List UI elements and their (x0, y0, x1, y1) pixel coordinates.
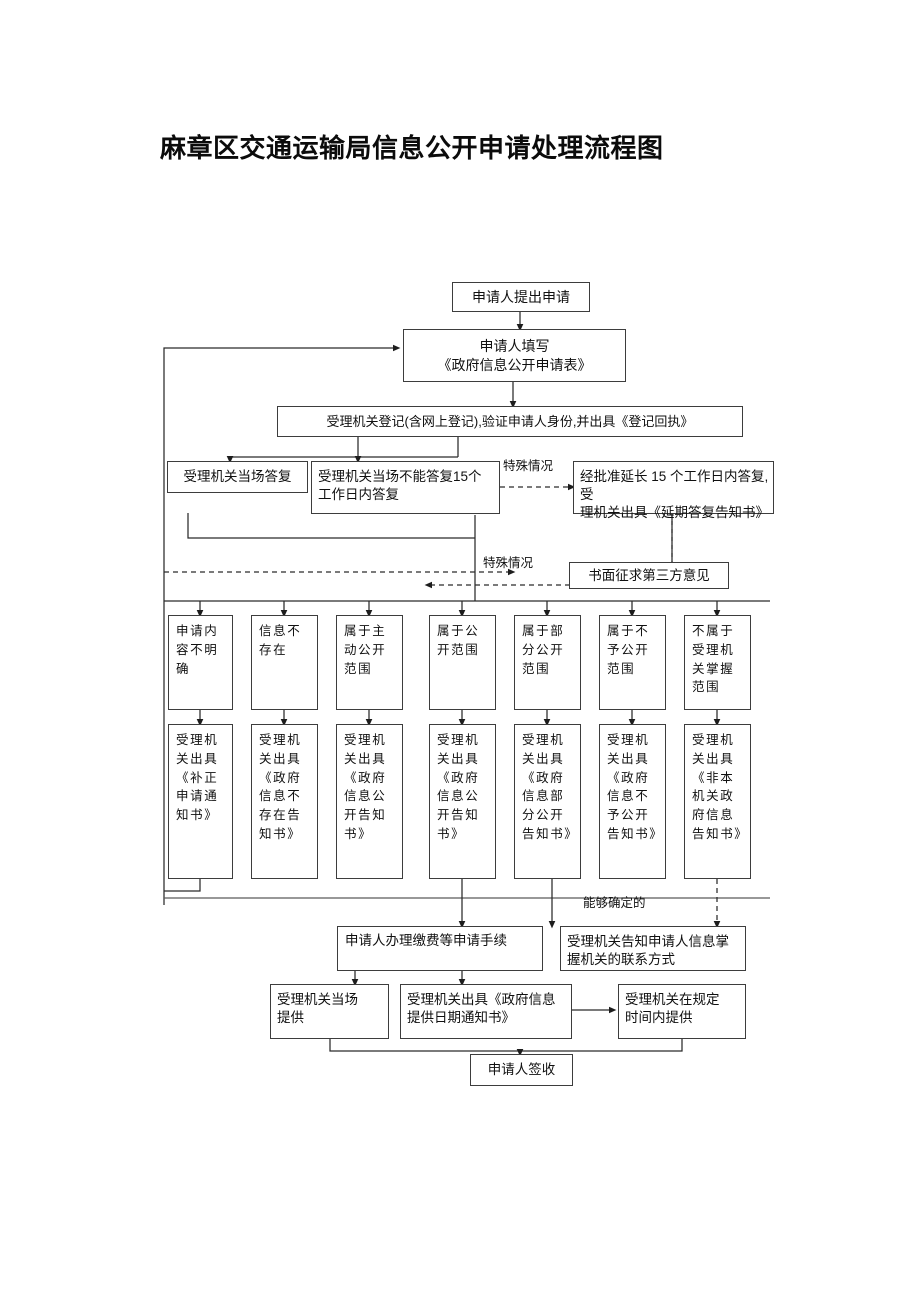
node-label: 属于不予公开范围 (607, 624, 650, 676)
node-applicant-pays-fees[interactable]: 申请人办理缴费等申请手续 (337, 926, 543, 971)
edge-label-determinable: 能够确定的 (583, 896, 646, 910)
node-doc-correction-notice[interactable]: 受理机关出具《补正申请通知书》 (168, 724, 233, 879)
node-label-line1: 受理机关出具《政府信息 (407, 992, 556, 1007)
node-label: 信息不存在 (259, 624, 302, 657)
node-doc-nondisclosure-notice[interactable]: 受理机关出具《政府信息不予公开告知书》 (599, 724, 666, 879)
node-label: 受理机关出具《政府信息不予公开告知书》 (607, 733, 664, 841)
node-doc-disclosure-notice-1[interactable]: 受理机关出具《政府信息公开告知书》 (336, 724, 403, 879)
edge-label-special-case-2: 特殊情况 (483, 556, 534, 570)
node-label: 不属于受理机关掌握范围 (692, 624, 735, 695)
node-label: 受理机关出具《补正申请通知书》 (176, 733, 219, 822)
node-label: 受理机关出具《政府信息不存在告知书》 (259, 733, 302, 841)
node-label: 受理机关出具《非本机关政府信息告知书》 (692, 733, 749, 841)
node-label: 申请内容不明确 (176, 624, 219, 676)
node-category-not-disclosed[interactable]: 属于不予公开范围 (599, 615, 666, 710)
node-provide-within-time[interactable]: 受理机关在规定 时间内提供 (618, 984, 746, 1039)
node-label: 受理机关出具《政府信息公开告知书》 (344, 733, 387, 841)
node-provide-date-notice[interactable]: 受理机关出具《政府信息 提供日期通知书》 (400, 984, 572, 1039)
node-label-line2: 理机关出具《延期答复告知书》 (580, 504, 769, 520)
node-applicant-fills-form[interactable]: 申请人填写 《政府信息公开申请表》 (403, 329, 626, 382)
node-label-line1: 受理机关当场 (277, 992, 358, 1007)
node-extension-approved[interactable]: 经批准延长 15 个工作日内答复,受 理机关出具《延期答复告知书》 (573, 461, 774, 520)
node-category-partial-disclosure[interactable]: 属于部分公开范围 (514, 615, 581, 710)
node-category-info-nonexistent[interactable]: 信息不存在 (251, 615, 318, 710)
node-reply-within-15-days[interactable]: 受理机关当场不能答复15个 工作日内答复 (311, 461, 500, 514)
node-applicant-submits[interactable]: 申请人提出申请 (452, 282, 590, 312)
node-applicant-receipt[interactable]: 申请人签收 (470, 1054, 573, 1086)
node-label-line1: 受理机关在规定 (625, 992, 720, 1007)
node-label-line1: 申请人填写 (479, 338, 550, 355)
node-label: 受理机关出具《政府信息部分公开告知书》 (522, 733, 579, 841)
node-label-line2: 提供 (277, 1009, 304, 1025)
node-doc-disclosure-notice-2[interactable]: 受理机关出具《政府信息公开告知书》 (429, 724, 496, 879)
node-category-unclear-request[interactable]: 申请内容不明确 (168, 615, 233, 710)
node-label-line2: 提供日期通知书》 (407, 1009, 515, 1025)
node-label: 受理机关出具《政府信息公开告知书》 (437, 733, 480, 841)
node-label: 书面征求第三方意见 (588, 567, 710, 583)
node-doc-other-agency-notice[interactable]: 受理机关出具《非本机关政府信息告知书》 (684, 724, 751, 879)
node-label-line1: 受理机关告知申请人信息掌 (567, 934, 729, 949)
node-category-proactive-disclosure[interactable]: 属于主动公开范围 (336, 615, 403, 710)
node-label-line2: 工作日内答复 (318, 486, 399, 502)
node-agency-registration[interactable]: 受理机关登记(含网上登记),验证申请人身份,并出具《登记回执》 (277, 406, 743, 437)
node-doc-info-nonexistent-notice[interactable]: 受理机关出具《政府信息不存在告知书》 (251, 724, 318, 879)
node-label: 属于部分公开范围 (522, 624, 565, 676)
node-label-line2: 时间内提供 (625, 1009, 693, 1025)
node-third-party-opinion[interactable]: 书面征求第三方意见 (569, 562, 729, 589)
node-label: 申请人提出申请 (472, 288, 570, 305)
node-label: 属于主动公开范围 (344, 624, 387, 676)
node-label: 受理机关当场答复 (183, 469, 292, 485)
node-label: 申请人办理缴费等申请手续 (345, 933, 507, 948)
node-category-not-held-by-agency[interactable]: 不属于受理机关掌握范围 (684, 615, 751, 710)
node-inform-contact-of-holder[interactable]: 受理机关告知申请人信息掌 握机关的联系方式 (560, 926, 746, 971)
node-category-disclosable[interactable]: 属于公开范围 (429, 615, 496, 710)
node-label: 申请人签收 (487, 1062, 556, 1078)
node-label-line1: 经批准延长 15 个工作日内答复,受 (580, 469, 769, 502)
node-provide-onsite[interactable]: 受理机关当场 提供 (270, 984, 389, 1039)
node-label-line1: 受理机关当场不能答复15个 (318, 469, 482, 484)
node-label: 属于公开范围 (437, 624, 480, 657)
edge-label-special-case-1: 特殊情况 (503, 459, 554, 473)
node-label-line2: 《政府信息公开申请表》 (437, 356, 592, 373)
node-label-line2: 握机关的联系方式 (567, 951, 675, 967)
page-title: 麻章区交通运输局信息公开申请处理流程图 (160, 133, 664, 163)
node-doc-partial-disclosure-notice[interactable]: 受理机关出具《政府信息部分公开告知书》 (514, 724, 581, 879)
node-onsite-reply[interactable]: 受理机关当场答复 (167, 461, 308, 493)
node-label: 受理机关登记(含网上登记),验证申请人身份,并出具《登记回执》 (326, 413, 694, 429)
